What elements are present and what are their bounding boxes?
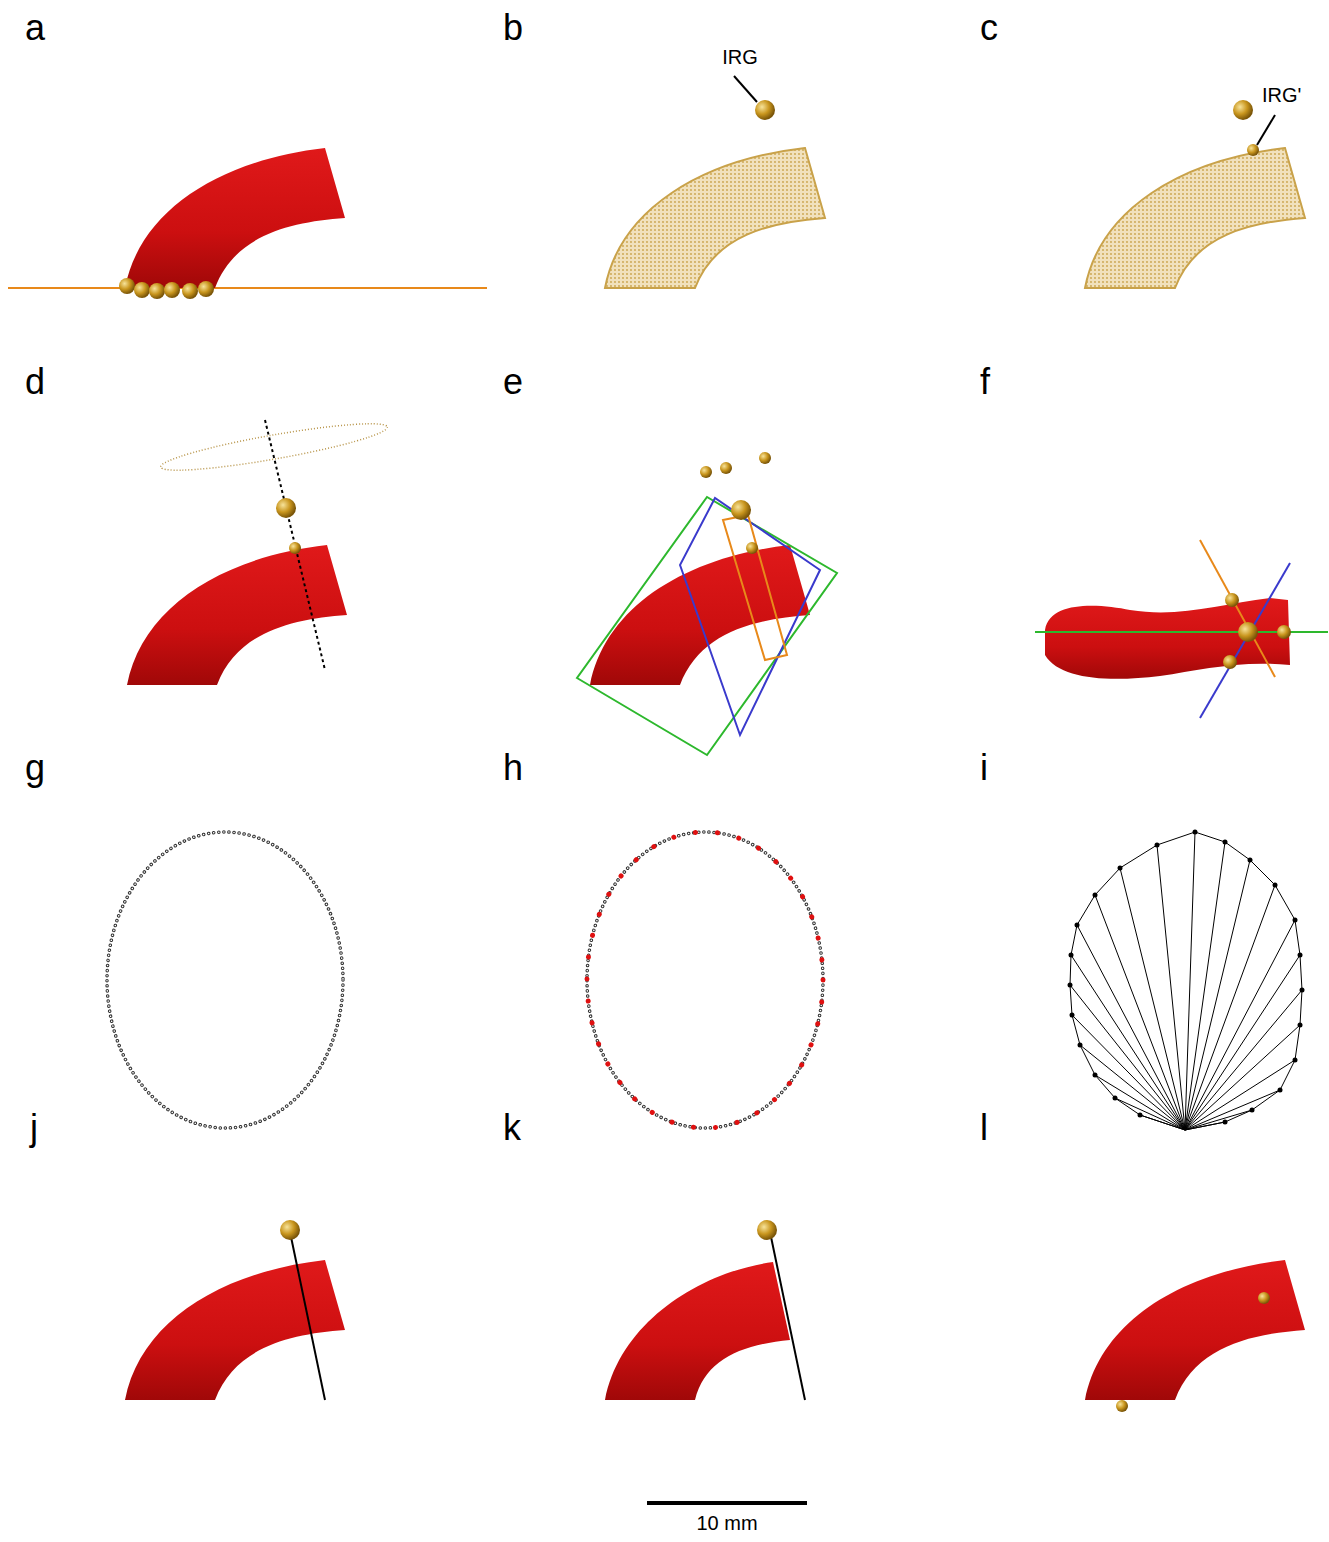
cut-line: [770, 1232, 805, 1400]
sphere: [1116, 1400, 1128, 1412]
point-label: IRG: [722, 46, 758, 68]
panel-a: [8, 148, 487, 299]
tube-model: [125, 1260, 345, 1400]
panel-letter: g: [25, 748, 45, 788]
scale-label: 10 mm: [696, 1512, 757, 1534]
scale-bar: [647, 1501, 807, 1505]
tube-model: [1085, 1260, 1305, 1400]
plane-orange: [723, 515, 787, 660]
point-label: IRG': [1262, 84, 1301, 106]
tube-model: [127, 545, 347, 685]
cut-line: [290, 1232, 325, 1400]
panel-b: [605, 76, 825, 288]
tube-model: [125, 148, 345, 288]
spheres: [700, 452, 771, 554]
fan-lines: [1070, 832, 1302, 1130]
panel-letter: h: [503, 748, 523, 788]
search-circle: [159, 415, 390, 479]
panel-c: [1085, 100, 1305, 288]
section-points: [587, 832, 823, 1128]
panel-letter: a: [25, 8, 45, 48]
irg-prime-sphere: [1247, 144, 1259, 156]
panel-g: [107, 832, 343, 1128]
tube-model-cut: [605, 1262, 790, 1400]
leader-line: [1257, 115, 1275, 145]
axis-blue: [1200, 563, 1290, 718]
sphere: [289, 542, 301, 554]
panel-letter: b: [503, 8, 523, 48]
panel-letter: i: [980, 748, 988, 788]
spheres: [1223, 593, 1291, 669]
irg-sphere: [755, 100, 775, 120]
selected-points: [587, 832, 823, 1128]
panel-letter: l: [980, 1108, 988, 1148]
panel-letter: k: [503, 1108, 521, 1148]
section-points-core: [587, 832, 823, 1128]
panel-letter: d: [25, 362, 45, 402]
vertex-dots: [1068, 830, 1305, 1125]
base-plane: [8, 287, 487, 289]
tube-top-view: [1045, 598, 1290, 679]
panel-j: [125, 1220, 345, 1400]
mesh-model: [605, 148, 825, 288]
panel-e: [577, 452, 837, 755]
panel-letter: c: [980, 8, 998, 48]
section-points: [107, 832, 343, 1128]
panel-letter: e: [503, 362, 523, 402]
panel-letter: j: [30, 1108, 38, 1148]
plane-green: [577, 497, 837, 755]
mesh-model: [1085, 148, 1305, 288]
sphere: [1258, 1292, 1270, 1304]
plane-blue: [680, 498, 820, 735]
section-polygon: [1070, 832, 1302, 1130]
landmark-spheres: [119, 278, 214, 299]
panel-h: [587, 832, 823, 1128]
sphere: [757, 1220, 777, 1240]
panel-f: [1035, 540, 1328, 718]
sphere: [280, 1220, 300, 1240]
irg-sphere: [1233, 100, 1253, 120]
panel-k: [605, 1220, 805, 1400]
sphere: [276, 498, 296, 518]
panel-i: [1068, 830, 1305, 1131]
panel-letter: f: [980, 362, 990, 402]
axis-line: [265, 420, 325, 670]
leader-line: [734, 76, 757, 102]
panel-d: [127, 415, 389, 685]
panel-l: [1085, 1260, 1305, 1412]
section-points-core: [107, 832, 343, 1128]
